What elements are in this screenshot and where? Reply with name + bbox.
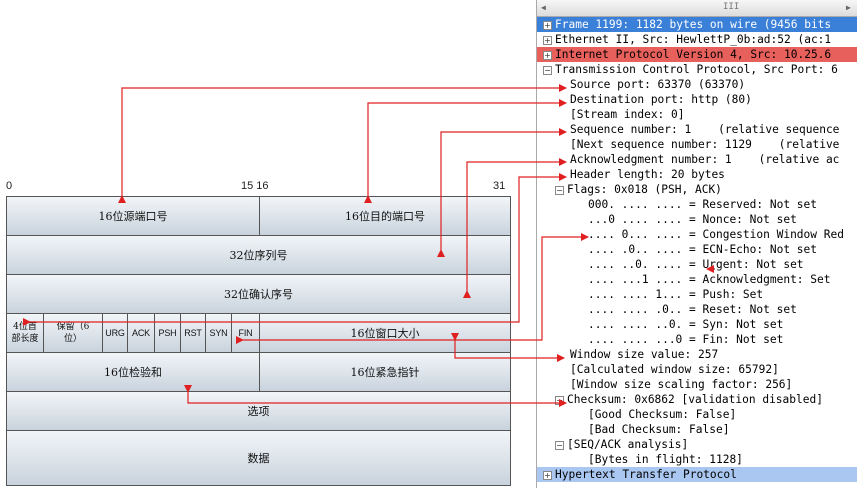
tree-line-text: .... .... .0.. = Reset: Not set [588,303,797,316]
reserved-label-2: 位） [63,334,82,344]
hdr-len-label-2: 部长度 [11,334,39,344]
tree-line-text: [Window size scaling factor: 256] [570,378,793,391]
tree-line[interactable]: +Frame 1199: 1182 bytes on wire (9456 bi… [537,17,857,32]
tree-line[interactable]: Destination port: http (80) [537,92,857,107]
tree-line[interactable]: .... ..0. .... = Urgent: Not set [537,257,857,272]
tree-line-text: Sequence number: 1 (relative sequence [570,123,840,136]
bit-0-label: 0 [6,180,13,192]
tree-line[interactable]: [Next sequence number: 1129 (relative [537,137,857,152]
data-cell: 数据 [6,430,511,486]
tree-line[interactable]: .... .... ...0 = Fin: Not set [537,332,857,347]
reserved-label-1: 保留（6 [56,322,90,332]
scroll-grip-icon[interactable]: III [723,2,740,12]
arrow-destination-port [364,99,567,203]
options-label: 选项 [247,405,270,418]
tree-line[interactable]: [Calculated window size: 65792] [537,362,857,377]
scroll-left-icon[interactable]: ◀ [541,3,546,12]
packet-detail-pane[interactable]: ◀ III ▶ +Frame 1199: 1182 bytes on wire … [536,0,857,488]
tree-line[interactable]: −Flags: 0x018 (PSH, ACK) [537,182,857,197]
tree-line[interactable]: [Window size scaling factor: 256] [537,377,857,392]
flag-syn-label: SYN [209,328,228,338]
tree-line[interactable]: .... .... 1... = Push: Set [537,287,857,302]
tree-line-text: Acknowledgment number: 1 (relative ac [570,153,840,166]
tree-line-text: .... .... ..0. = Syn: Not set [588,318,784,331]
tree-line-text: [Good Checksum: False] [588,408,737,421]
flag-rst-label: RST [184,328,202,338]
tree-line-text: [Next sequence number: 1129 (relative [570,138,840,151]
collapse-icon[interactable]: − [543,65,552,75]
flag-urg-label: URG [105,328,125,338]
tree-line-text: [Bad Checksum: False] [588,423,730,436]
expand-icon[interactable]: + [543,50,552,60]
tree-line-text: Header length: 20 bytes [570,168,725,181]
tree-line-text: Hypertext Transfer Protocol [555,468,737,481]
arrow-window-size [451,333,565,362]
tree-line[interactable]: +Hypertext Transfer Protocol [537,467,857,482]
arrow-sequence-number [437,128,567,257]
tree-line[interactable]: +Ethernet II, Src: HewlettP_0b:ad:52 (ac… [537,32,857,47]
tree-line-text: Ethernet II, Src: HewlettP_0b:ad:52 (ac:… [555,33,832,46]
tree-line-text: ...0 .... .... = Nonce: Not set [588,213,797,226]
tree-line-text: Window size value: 257 [570,348,719,361]
arrow-source-port [118,84,567,203]
tree-line[interactable]: .... .... .0.. = Reset: Not set [537,302,857,317]
tree-line[interactable]: −Transmission Control Protocol, Src Port… [537,62,857,77]
tree-line[interactable]: [Good Checksum: False] [537,407,857,422]
arrow-flags [236,233,589,344]
tree-line-text: [Bytes in flight: 1128] [588,453,743,466]
expand-icon[interactable]: + [543,35,552,45]
tree-line[interactable]: .... .... ..0. = Syn: Not set [537,317,857,332]
tree-line[interactable]: .... .0.. .... = ECN-Echo: Not set [537,242,857,257]
tree-line[interactable]: [Bytes in flight: 1128] [537,452,857,467]
data-label: 数据 [247,452,270,465]
tree-line-text: .... ...1 .... = Acknowledgment: Set [588,273,831,286]
arrow-header-length [23,173,567,326]
tree-line[interactable]: −[SEQ/ACK analysis] [537,437,857,452]
tree-line-text: Flags: 0x018 (PSH, ACK) [567,183,722,196]
tree-line[interactable]: Header length: 20 bytes [537,167,857,182]
horizontal-scrollbar[interactable]: ◀ III ▶ [537,0,857,17]
tree-line[interactable]: [Stream index: 0] [537,107,857,122]
flag-ack-label: ACK [132,328,150,338]
tree-line[interactable]: Sequence number: 1 (relative sequence [537,122,857,137]
tree-line-text: Internet Protocol Version 4, Src: 10.25.… [555,48,832,61]
tree-line-text: 000. .... .... = Reserved: Not set [588,198,818,211]
checksum-label: 16位检验和 [104,366,162,379]
tree-line-text: [Stream index: 0] [570,108,685,121]
tree-line[interactable]: .... ...1 .... = Acknowledgment: Set [537,272,857,287]
tree-line-text: .... .0.. .... = ECN-Echo: Not set [588,243,818,256]
urgent-label: 16位紧急指针 [350,366,420,379]
tree-line[interactable]: Window size value: 257 [537,347,857,362]
tree-line-text: .... ..0. .... = Urgent: Not set [588,258,804,271]
tree-line-text: Frame 1199: 1182 bytes on wire (9456 bit… [555,18,832,31]
tree-line-text: .... .... 1... = Push: Set [588,288,764,301]
tree-line-text: Checksum: 0x6862 [validation disabled] [567,393,823,406]
scroll-right-icon[interactable]: ▶ [846,3,851,12]
tree-line[interactable]: ...0 .... .... = Nonce: Not set [537,212,857,227]
tree-line[interactable]: +Internet Protocol Version 4, Src: 10.25… [537,47,857,62]
tree-line-text: .... 0... .... = Congestion Window Red [588,228,844,241]
collapse-icon[interactable]: − [555,440,564,450]
tree-line[interactable]: 000. .... .... = Reserved: Not set [537,197,857,212]
tree-line-text: Source port: 63370 (63370) [570,78,746,91]
arrow-ack-number [463,158,567,298]
hdr-len-label-1: 4位首 [13,322,37,332]
arrow-checksum [184,385,567,407]
expand-icon[interactable]: + [543,20,552,30]
tree-line-text: Transmission Control Protocol, Src Port:… [555,63,838,76]
tree-line[interactable]: Source port: 63370 (63370) [537,77,857,92]
tree-line-text: Destination port: http (80) [570,93,752,106]
tree-line-text: [Calculated window size: 65792] [570,363,779,376]
tree-line[interactable]: Acknowledgment number: 1 (relative ac [537,152,857,167]
tree-line-text: .... .... ...0 = Fin: Not set [588,333,784,346]
tree-line[interactable]: .... 0... .... = Congestion Window Red [537,227,857,242]
flag-psh-label: PSH [158,328,177,338]
tree-line[interactable]: −Checksum: 0x6862 [validation disabled] [537,392,857,407]
tree-line-text: [SEQ/ACK analysis] [567,438,689,451]
expand-icon[interactable]: + [543,470,552,480]
tree-line[interactable]: [Bad Checksum: False] [537,422,857,437]
